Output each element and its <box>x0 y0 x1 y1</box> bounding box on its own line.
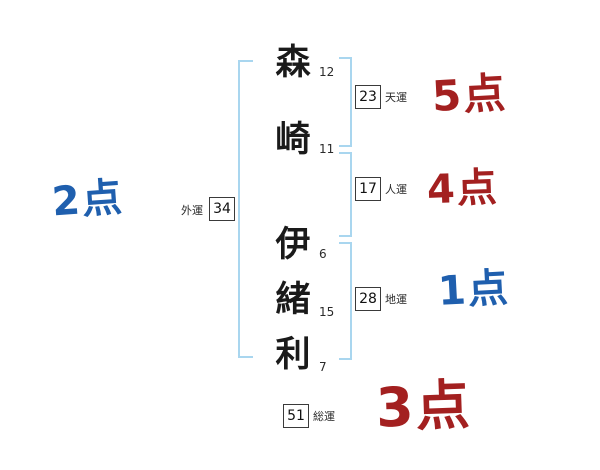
name-char-2: 崎 <box>275 120 311 160</box>
person-luck-score: 4点 <box>426 164 500 214</box>
person-luck-label: 人運 <box>385 183 407 196</box>
outer-luck-value-box: 34 <box>209 197 235 221</box>
earth-luck-bracket <box>339 242 352 360</box>
stroke-count-5: 7 <box>319 360 327 374</box>
outer-luck-score: 2点 <box>50 174 126 226</box>
name-char-4: 緒 <box>275 280 311 320</box>
heaven-luck-value-box: 23 <box>355 85 381 109</box>
stroke-count-4: 15 <box>319 305 335 319</box>
name-char-5: 利 <box>275 335 311 375</box>
outer-luck-label: 外運 <box>181 204 203 217</box>
earth-luck-score: 1点 <box>436 265 511 315</box>
total-luck-value-box: 51 <box>283 404 309 428</box>
earth-luck-value-box: 28 <box>355 287 381 311</box>
stroke-count-1: 12 <box>319 65 335 79</box>
heaven-luck-label: 天運 <box>385 91 407 104</box>
name-char-1: 森 <box>275 43 311 83</box>
earth-luck-label: 地運 <box>385 293 407 306</box>
name-char-3: 伊 <box>275 225 311 265</box>
outer-luck-bracket <box>238 60 253 358</box>
person-luck-value-box: 17 <box>355 177 381 201</box>
total-luck-score: 3点 <box>374 373 473 440</box>
person-luck-bracket <box>339 152 352 237</box>
heaven-luck-score: 5点 <box>430 68 509 121</box>
total-luck-label: 総運 <box>313 410 335 423</box>
heaven-luck-bracket <box>339 57 352 147</box>
stroke-count-3: 6 <box>319 247 327 261</box>
stroke-count-2: 11 <box>319 142 335 156</box>
